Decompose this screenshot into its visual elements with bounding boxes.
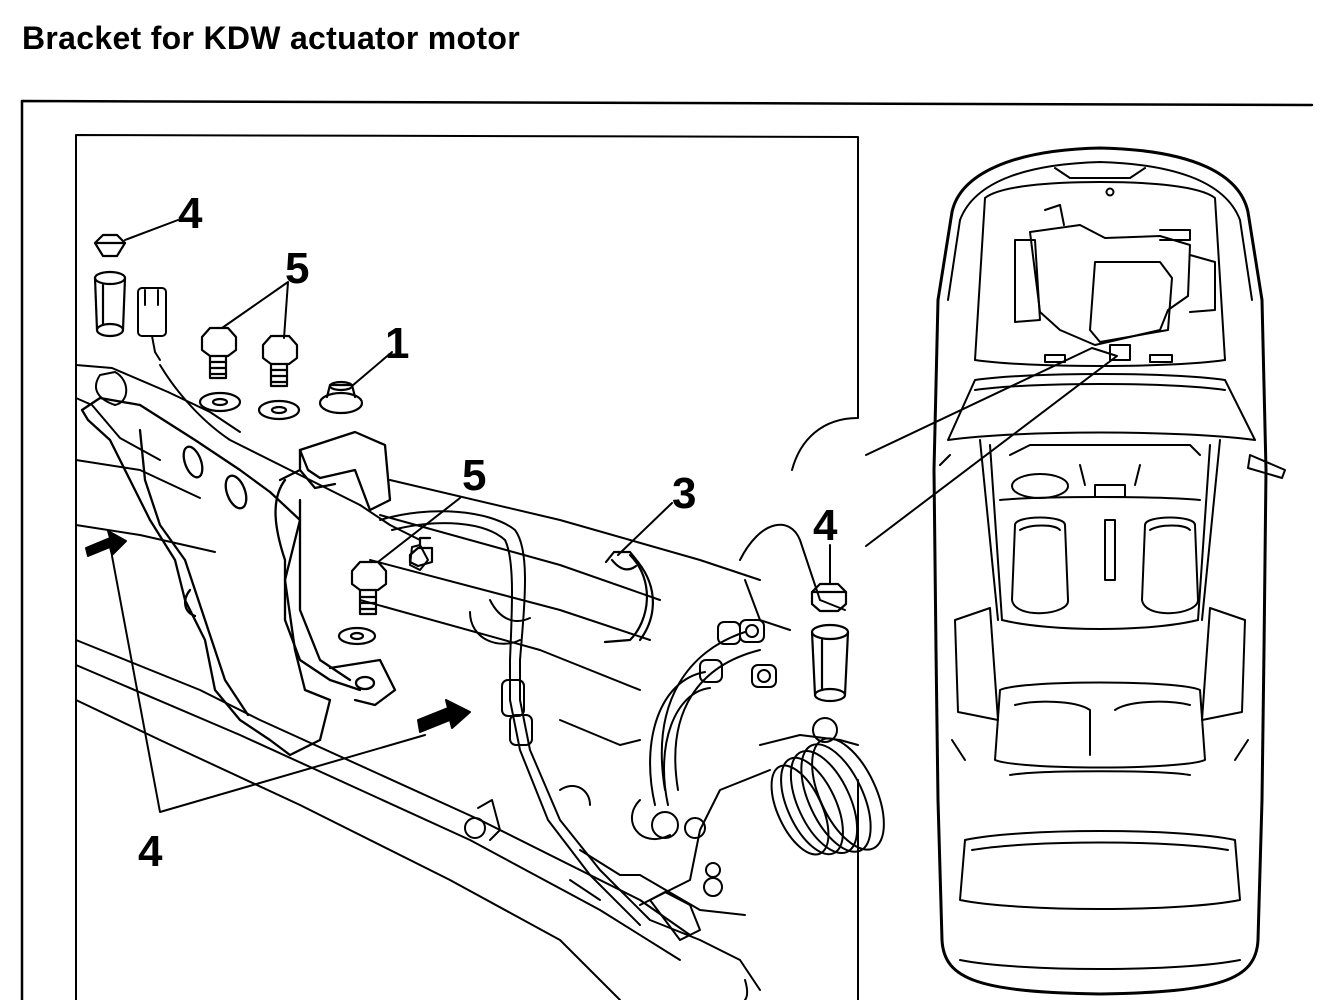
detail-pointer-lines — [865, 347, 1118, 547]
callout-5-middle: 5 — [462, 451, 486, 500]
bushing-right — [810, 623, 850, 703]
direction-arrows — [85, 530, 471, 733]
nut-top-left — [93, 233, 127, 258]
small-bolt-clamp — [408, 536, 434, 568]
car-front-seats — [1011, 516, 1199, 615]
outer-frame — [20, 99, 1314, 1000]
bolt-middle — [350, 560, 388, 616]
bolt-top-a — [200, 326, 238, 380]
car-cabin — [947, 373, 1256, 630]
arrow-left — [85, 530, 127, 557]
lower-details — [464, 785, 746, 941]
rack-boot — [630, 717, 885, 906]
callout-4-bottom: 4 — [138, 827, 163, 876]
car-top-view — [932, 146, 1286, 996]
loose-parts — [93, 233, 850, 703]
callout-5-top: 5 — [285, 244, 309, 293]
callout-1: 1 — [385, 319, 409, 368]
callout-4-right: 4 — [813, 501, 838, 550]
bolt-top-b — [261, 334, 299, 388]
callout-3: 3 — [672, 469, 696, 518]
car-engine-bay — [974, 181, 1226, 367]
arrow-right — [417, 699, 471, 733]
bushing-top-left — [93, 270, 127, 338]
subframe — [75, 364, 691, 1000]
clip — [603, 550, 654, 644]
washer-top-a — [198, 391, 242, 413]
actuator-bracket — [80, 396, 332, 757]
hydraulic-pipes — [649, 619, 777, 806]
diagram-title: Bracket for KDW actuator motor — [22, 20, 520, 56]
car-side-windows — [951, 607, 1249, 761]
car-rear-seats — [994, 681, 1206, 776]
washer-top-b — [257, 399, 301, 421]
nut-right — [810, 582, 848, 613]
car-mirror-right — [1247, 454, 1286, 479]
mounting-clamp — [274, 430, 397, 707]
callout-labels: 4 5 1 5 3 4 4 — [138, 189, 838, 876]
detail-frame — [75, 134, 859, 1000]
car-body-outline — [932, 146, 1268, 996]
flange-nut — [318, 380, 364, 415]
leader-lines — [111, 219, 831, 813]
washer-middle — [337, 626, 377, 646]
sensor-and-wiring — [137, 287, 761, 1000]
car-mirror-left — [939, 454, 951, 466]
callout-4-top-left: 4 — [178, 189, 203, 238]
car-trunk — [959, 830, 1241, 970]
